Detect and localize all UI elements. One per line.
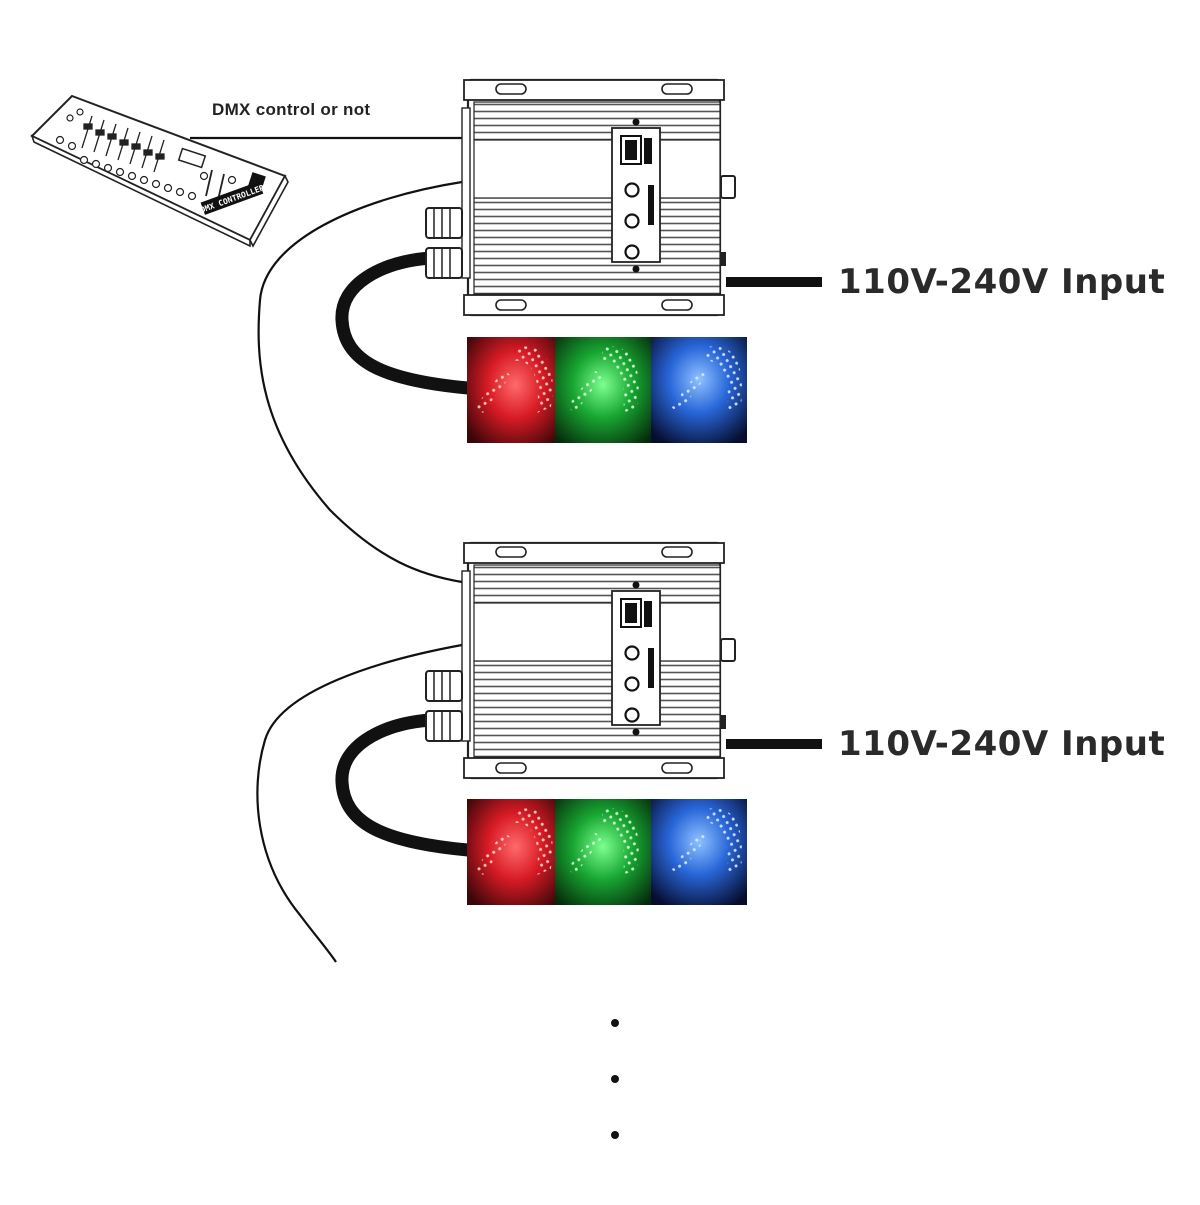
rgb-led-strip-image xyxy=(467,337,747,443)
continuation-dot xyxy=(611,1131,619,1139)
rgb-led-strip-image xyxy=(467,799,747,905)
power-input-label: 110V-240V Input xyxy=(838,262,1166,302)
led-controller-box xyxy=(424,78,737,317)
led-output-cable xyxy=(335,713,475,857)
continuation-dot xyxy=(611,1019,619,1027)
continuation-dot xyxy=(611,1075,619,1083)
continuation-dots xyxy=(611,1019,619,1139)
cables xyxy=(190,136,822,963)
led-controller-box xyxy=(424,541,737,780)
dmx-link-cable-next xyxy=(256,643,463,963)
dmx-control-label: DMX control or not xyxy=(212,100,371,119)
dmx-link-cable xyxy=(257,180,463,584)
power-input-label: 110V-240V Input xyxy=(838,724,1166,764)
led-output-cable xyxy=(335,251,475,395)
dmx-console: DMX CONTROLLER xyxy=(30,94,289,248)
